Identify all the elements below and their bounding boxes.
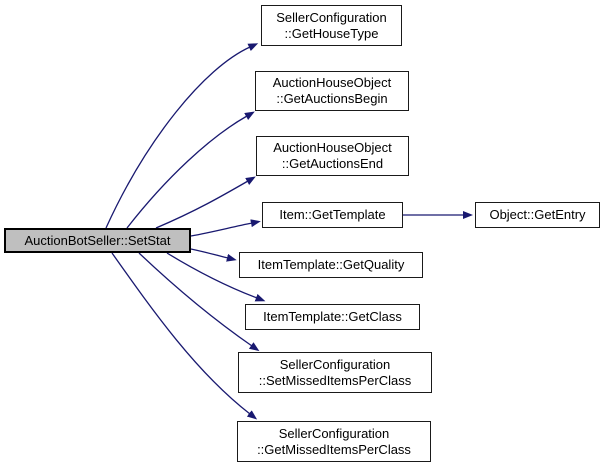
edge-root-to-gethousetype (105, 43, 259, 229)
node-itemtemplate-getquality[interactable]: ItemTemplate::GetQuality (239, 252, 423, 278)
edge-root-to-getclass (166, 252, 266, 302)
node-sellerconfiguration-setmisseditemsperclass[interactable]: SellerConfiguration ::SetMissedItemsPerC… (238, 352, 432, 393)
node-itemtemplate-getclass[interactable]: ItemTemplate::GetClass (245, 304, 420, 330)
node-object-getentry[interactable]: Object::GetEntry (475, 202, 600, 228)
edge-root-to-getquality (190, 248, 237, 262)
node-auctionbotseller-setstat: AuctionBotSeller::SetStat (4, 228, 191, 253)
edge-root-to-getauctionsend (155, 176, 256, 229)
node-auctionhouseobject-getauctionsbegin[interactable]: AuctionHouseObject ::GetAuctionsBegin (255, 71, 409, 111)
edge-root-to-getauctionsbegin (126, 111, 255, 229)
node-auctionhouseobject-getauctionsend[interactable]: AuctionHouseObject ::GetAuctionsEnd (256, 136, 409, 176)
node-sellerconfiguration-gethousetype[interactable]: SellerConfiguration ::GetHouseType (261, 5, 402, 46)
edge-root-to-gettemplate (190, 219, 261, 237)
edge-root-to-setmisseditemsperclass (138, 252, 260, 352)
node-item-gettemplate[interactable]: Item::GetTemplate (262, 202, 403, 228)
node-sellerconfiguration-getmisseditemsperclass[interactable]: SellerConfiguration ::GetMissedItemsPerC… (237, 421, 431, 462)
edge-root-to-getmisseditemsperclass (111, 252, 258, 420)
